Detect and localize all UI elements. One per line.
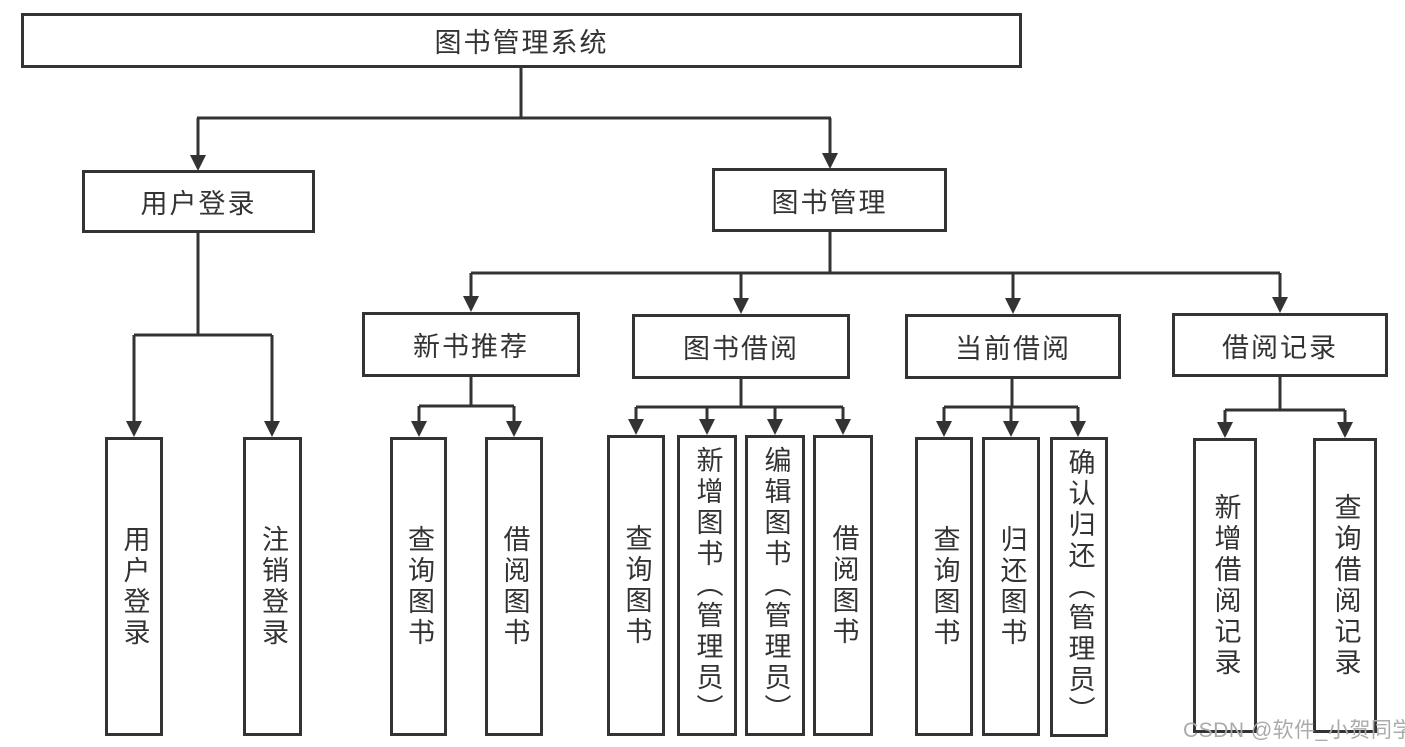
- leaf-logout-label: 注销登录: [258, 524, 288, 649]
- node-user-login: 用户登录: [82, 170, 315, 233]
- csdn-watermark: CSDN @软件_小贺同学: [1183, 719, 1405, 742]
- leaf-borrow-add-admin: 新增图书（管理员）: [677, 435, 737, 736]
- leaf-record-query: 查询借阅记录: [1313, 438, 1377, 733]
- leaf-newbook-borrow: 借阅图书: [485, 437, 543, 736]
- node-book-borrow-label: 图书借阅: [683, 334, 799, 364]
- connector-shafts: [132, 68, 1347, 424]
- leaf-newbook-query-label: 查询图书: [404, 524, 434, 649]
- leaf-current-return-label: 归还图书: [996, 524, 1027, 649]
- leaf-borrow-book-label: 借阅图书: [828, 523, 859, 648]
- leaf-current-query-label: 查询图书: [929, 524, 960, 649]
- leaf-current-confirm-admin: 确认归还（管理员）: [1050, 437, 1108, 737]
- node-borrow-records: 借阅记录: [1172, 313, 1388, 377]
- leaf-record-add: 新增借阅记录: [1193, 438, 1257, 733]
- node-current-borrow-label: 当前借阅: [955, 334, 1071, 364]
- leaf-record-add-label: 新增借阅记录: [1210, 492, 1241, 679]
- leaf-borrow-query: 查询图书: [607, 435, 665, 736]
- leaf-borrow-query-label: 查询图书: [621, 523, 652, 648]
- leaf-record-query-label: 查询借阅记录: [1330, 492, 1361, 679]
- node-root-label: 图书管理系统: [434, 28, 609, 58]
- node-new-book-recommend-label: 新书推荐: [413, 332, 529, 362]
- leaf-borrow-edit-admin: 编辑图书（管理员）: [745, 435, 805, 736]
- node-book-borrow: 图书借阅: [632, 314, 850, 379]
- node-root: 图书管理系统: [21, 13, 1022, 68]
- leaf-newbook-query: 查询图书: [390, 437, 447, 736]
- node-user-login-label: 用户登录: [140, 189, 257, 219]
- leaf-borrow-edit-admin-label: 编辑图书（管理员）: [760, 446, 791, 725]
- node-borrow-records-label: 借阅记录: [1222, 332, 1338, 363]
- node-book-management: 图书管理: [712, 168, 947, 232]
- leaf-user-login-label: 用户登录: [119, 524, 150, 649]
- leaf-borrow-add-admin-label: 新增图书（管理员）: [692, 446, 723, 725]
- leaf-current-return: 归还图书: [982, 437, 1040, 736]
- leaf-logout: 注销登录: [243, 437, 302, 736]
- leaf-user-login: 用户登录: [105, 437, 163, 736]
- leaf-current-query: 查询图书: [915, 437, 973, 736]
- leaf-newbook-borrow-label: 借阅图书: [499, 524, 530, 649]
- node-current-borrow: 当前借阅: [905, 314, 1121, 379]
- leaf-current-confirm-admin-label: 确认归还（管理员）: [1064, 447, 1095, 727]
- leaf-borrow-book: 借阅图书: [813, 435, 873, 736]
- node-new-book-recommend: 新书推荐: [362, 312, 580, 377]
- node-book-management-label: 图书管理: [771, 187, 888, 218]
